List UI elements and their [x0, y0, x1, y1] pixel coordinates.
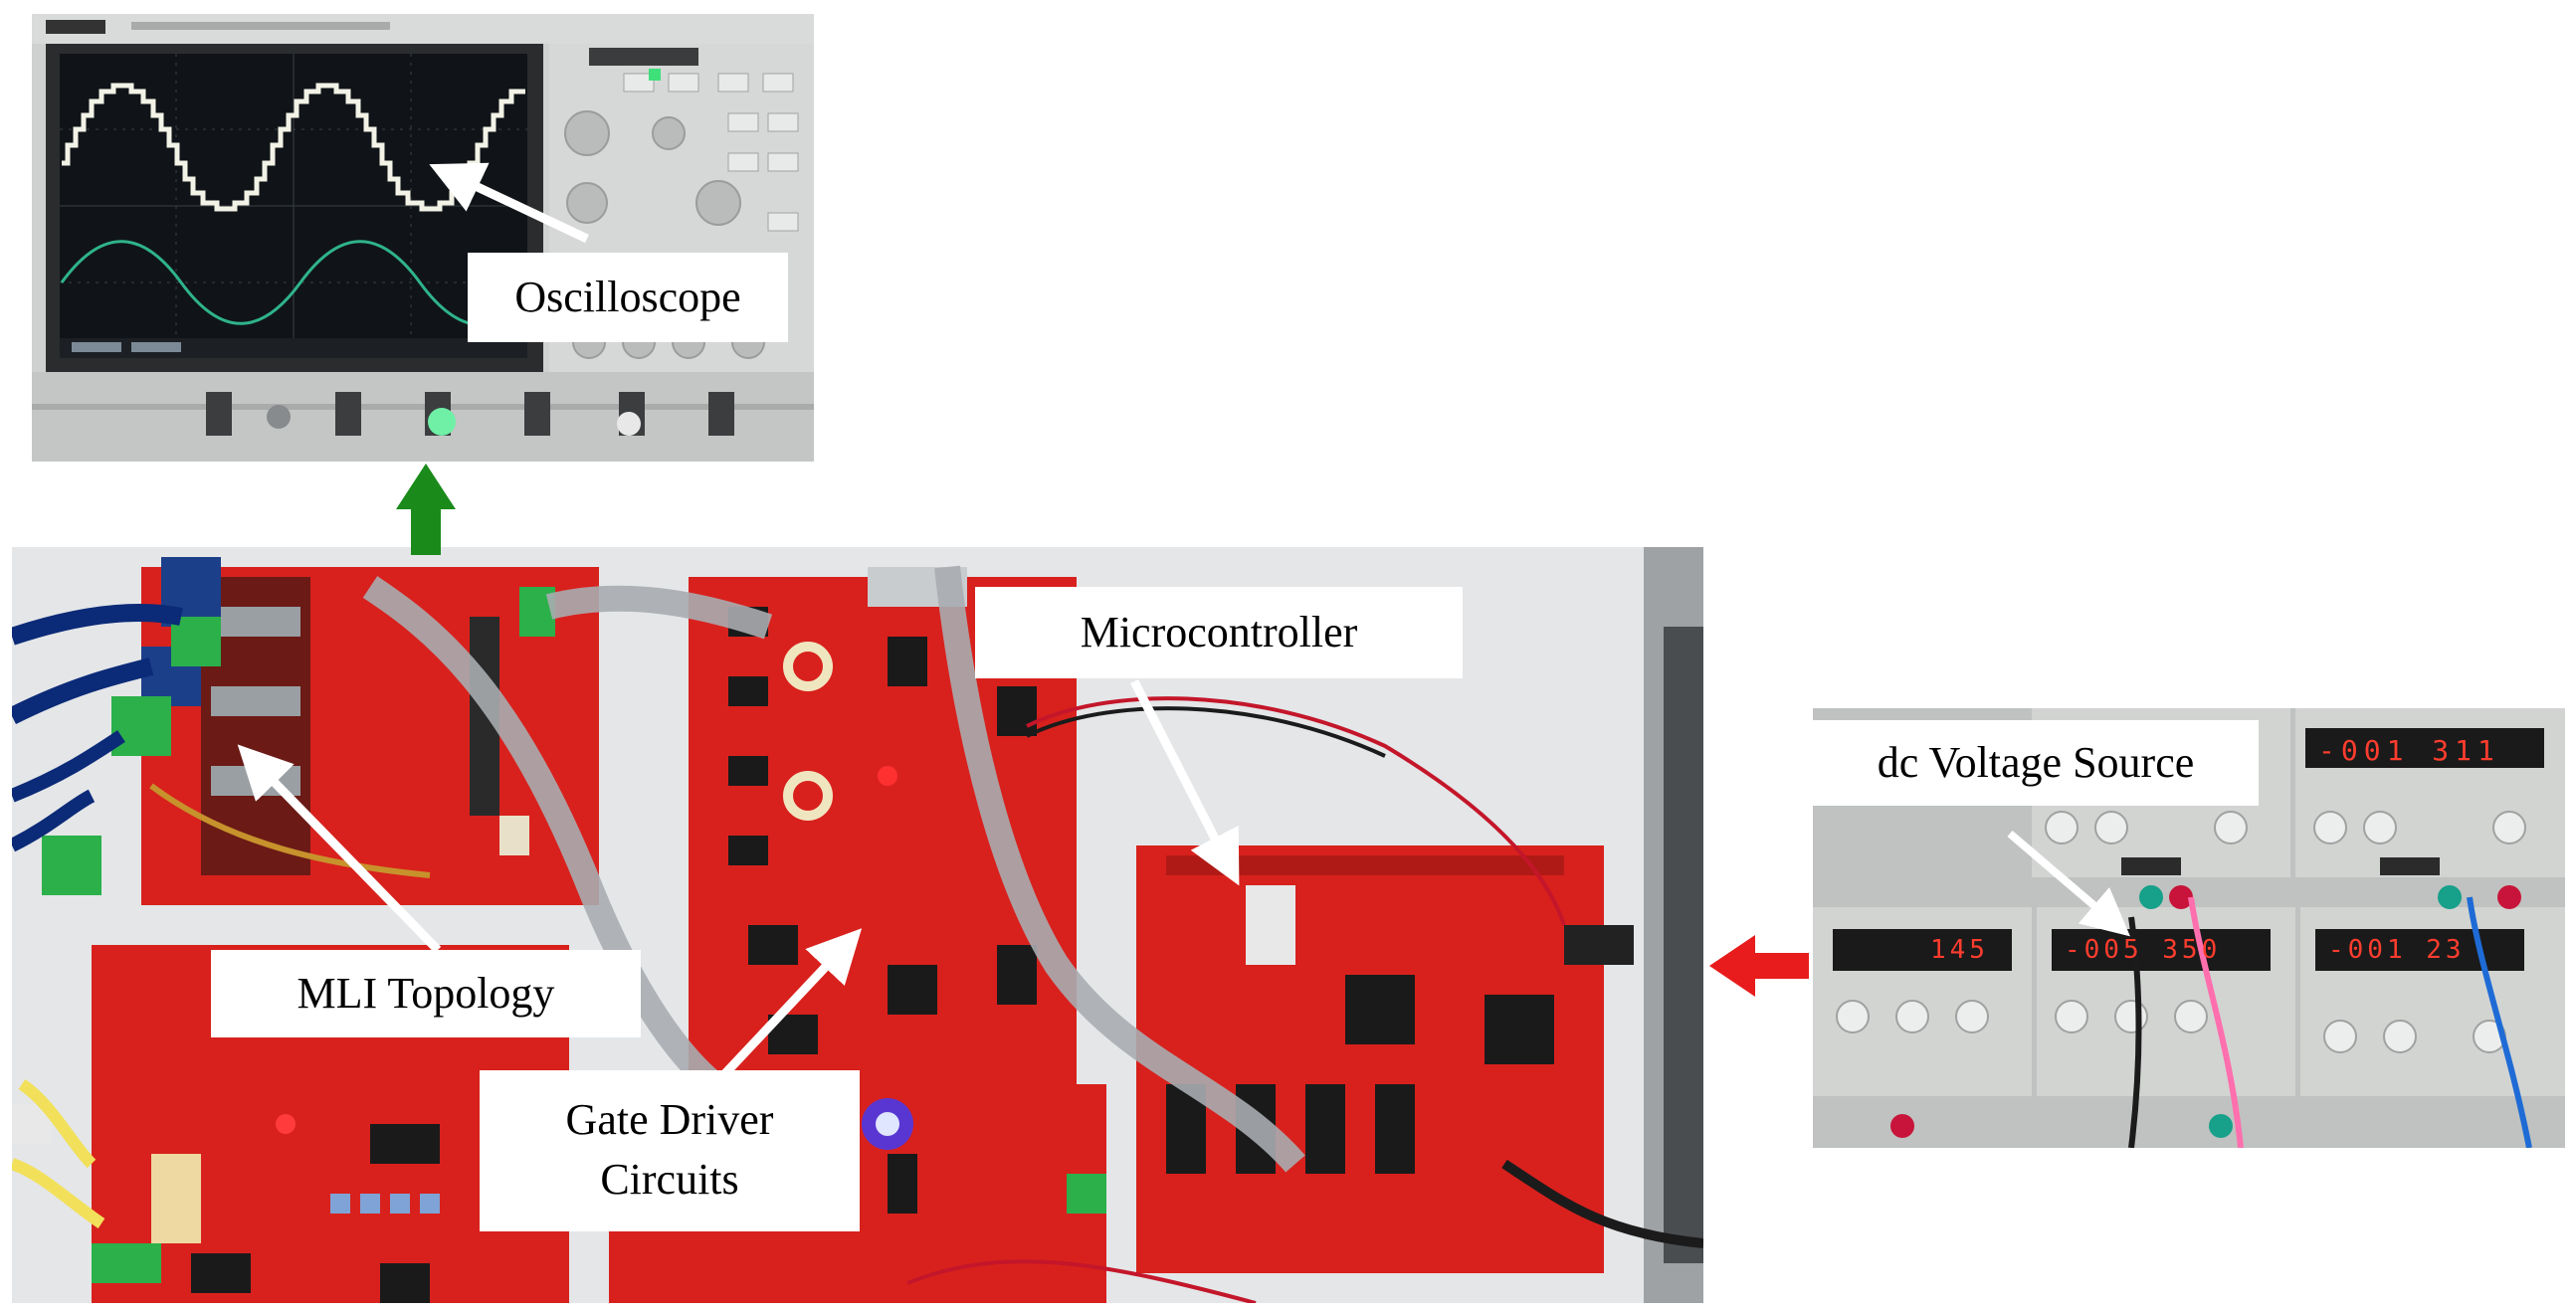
dc-source-label: dc Voltage Source: [1813, 720, 2259, 806]
gate-driver-label: Gate Driver Circuits: [480, 1070, 860, 1231]
dc-readout-bottom-right: -001 23: [2328, 935, 2466, 965]
oscilloscope-label: Oscilloscope: [468, 253, 788, 342]
dc-supply-photo: [1813, 708, 2565, 1148]
red-left-arrow: [1709, 935, 1809, 997]
dc-readout-bottom-middle: -005 350: [2065, 935, 2222, 965]
mli-topology-label: MLI Topology: [211, 950, 641, 1037]
green-up-arrow: [396, 464, 456, 555]
dc-readout-bottom-left: 145: [1930, 935, 1989, 965]
microcontroller-label: Microcontroller: [975, 587, 1463, 678]
dc-readout-top-right: -001 311: [2318, 734, 2500, 767]
oscilloscope-photo: [32, 14, 814, 462]
gate-driver-label-line2: Circuits: [600, 1155, 739, 1204]
gate-driver-label-line1: Gate Driver: [565, 1095, 774, 1144]
